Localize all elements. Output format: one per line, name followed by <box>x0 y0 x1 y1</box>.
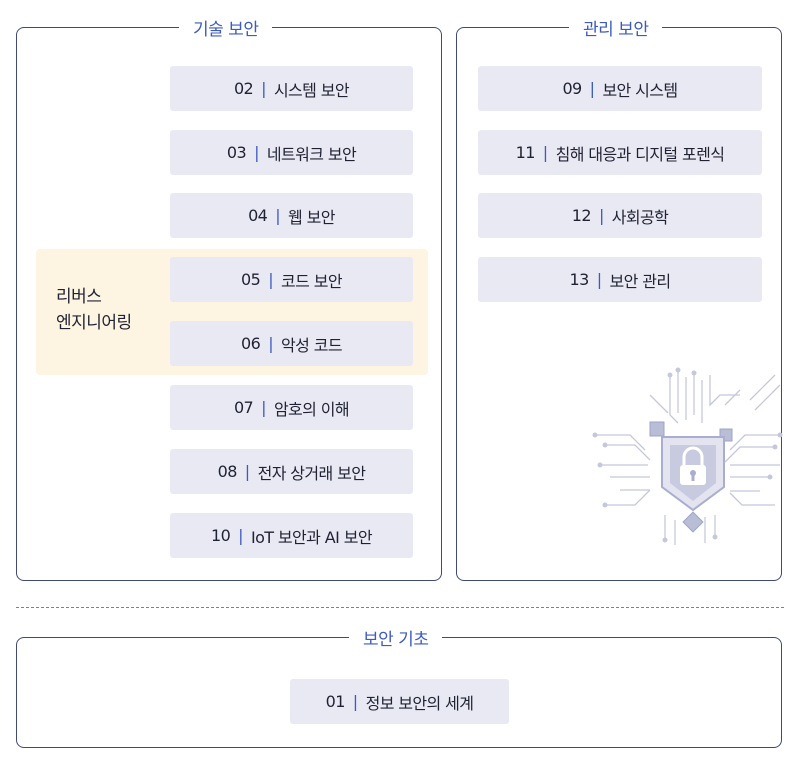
chapter-title: 전자 상거래 보안 <box>257 463 366 483</box>
chapter-chip[interactable]: 06 | 악성 코드 <box>170 321 413 366</box>
separator: | <box>596 270 602 289</box>
chapter-chip[interactable]: 05 | 코드 보안 <box>170 257 413 302</box>
chapter-number: 03 <box>226 143 247 162</box>
chapter-title: 시스템 보안 <box>273 80 350 100</box>
separator: | <box>268 270 273 289</box>
reverse-engineering-label: 리버스 엔지니어링 <box>56 284 132 336</box>
separator: | <box>261 79 266 98</box>
chapter-number: 02 <box>233 79 254 98</box>
chapter-chip[interactable]: 03 | 네트워크 보안 <box>170 130 413 175</box>
separator: | <box>275 206 281 225</box>
panel-tech-security: 기술 보안 <box>16 15 442 581</box>
separator: | <box>352 692 358 711</box>
chapter-chip[interactable]: 07 | 암호의 이해 <box>170 385 413 430</box>
separator: | <box>261 398 266 417</box>
chapter-number: 04 <box>248 206 268 225</box>
chapter-number: 09 <box>562 79 582 98</box>
chapter-chip[interactable]: 10 | IoT 보안과 AI 보안 <box>170 513 413 558</box>
separator: | <box>598 206 604 225</box>
chapter-chip[interactable]: 04 | 웹 보안 <box>170 193 413 238</box>
chapter-title: 코드 보안 <box>281 271 343 291</box>
chapter-chip[interactable]: 09 | 보안 시스템 <box>478 66 762 111</box>
chapter-title: IoT 보안과 AI 보안 <box>250 527 373 547</box>
chapter-number: 05 <box>241 270 261 289</box>
chapter-number: 07 <box>233 398 254 417</box>
group-label-line1: 리버스 <box>56 287 102 307</box>
chapter-chip[interactable]: 12 | 사회공학 <box>478 193 762 238</box>
chapter-number: 12 <box>571 206 592 225</box>
chapter-title: 사회공학 <box>611 207 669 227</box>
separator: | <box>268 334 273 353</box>
panel-security-basics: 보안 기초 <box>16 625 782 748</box>
group-label-line2: 엔지니어링 <box>56 313 132 333</box>
chapter-title: 암호의 이해 <box>273 399 350 419</box>
separator: | <box>254 143 259 162</box>
circuit-lock-icon <box>592 367 783 545</box>
panel-title: 관리 보안 <box>569 15 663 40</box>
separator: | <box>542 143 548 162</box>
panel-title: 보안 기초 <box>349 625 443 650</box>
chapter-title: 침해 대응과 디지털 포렌식 <box>555 144 725 164</box>
chapter-chip[interactable]: 01 | 정보 보안의 세계 <box>290 679 509 724</box>
separator: | <box>238 526 243 545</box>
chapter-chip[interactable]: 02 | 시스템 보안 <box>170 66 413 111</box>
chapter-title: 정보 보안의 세계 <box>365 693 474 713</box>
chapter-title: 보안 관리 <box>609 271 672 291</box>
panel-title: 기술 보안 <box>179 15 273 40</box>
chapter-title: 보안 시스템 <box>602 80 678 100</box>
separator: | <box>589 79 595 98</box>
panel-management-security: 관리 보안 <box>456 15 782 581</box>
chapter-number: 10 <box>211 526 231 545</box>
chapter-number: 01 <box>325 692 346 711</box>
chapter-chip[interactable]: 11 | 침해 대응과 디지털 포렌식 <box>478 130 762 175</box>
chapter-number: 13 <box>569 270 590 289</box>
chapter-title: 네트워크 보안 <box>266 144 357 164</box>
chapter-number: 06 <box>241 334 261 353</box>
separator: | <box>244 462 250 481</box>
chapter-chip[interactable]: 08 | 전자 상거래 보안 <box>170 449 413 494</box>
chapter-title: 악성 코드 <box>281 335 343 355</box>
section-divider <box>16 607 784 608</box>
chapter-number: 08 <box>217 462 238 481</box>
chapter-chip[interactable]: 13 | 보안 관리 <box>478 257 762 302</box>
chapter-title: 웹 보안 <box>288 207 335 227</box>
chapter-number: 11 <box>515 143 536 162</box>
